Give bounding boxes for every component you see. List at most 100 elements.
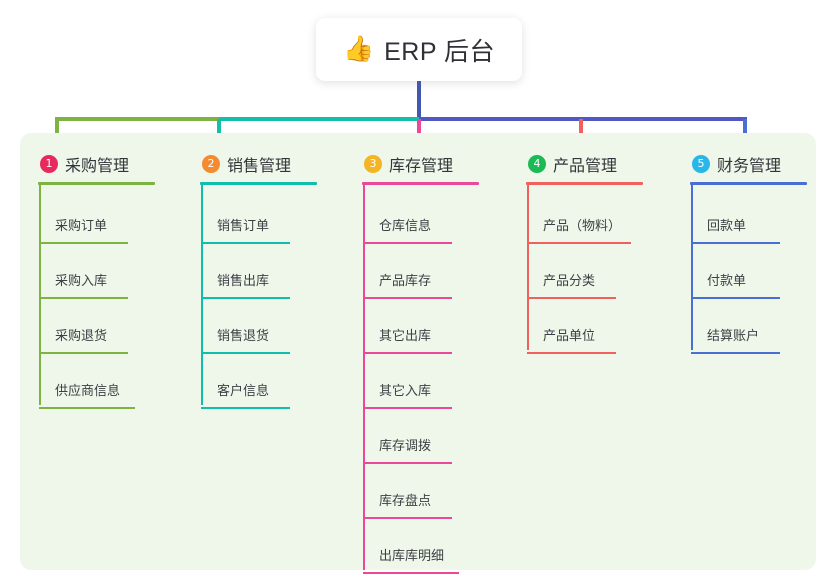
menu-item[interactable]: 回款单 xyxy=(676,189,834,244)
column-spine xyxy=(201,185,203,405)
menu-item[interactable]: 产品库存 xyxy=(348,244,506,299)
menu-item[interactable]: 产品（物料） xyxy=(512,189,670,244)
column-header-1[interactable]: 1 采购管理 xyxy=(24,146,182,182)
menu-item-rule xyxy=(691,242,780,244)
column-title: 库存管理 xyxy=(389,158,454,175)
root-node-title: ERP 后台 xyxy=(384,37,496,66)
menu-item-rule xyxy=(363,407,452,409)
column-items: 仓库信息产品库存其它出库其它入库库存调拨库存盘点出库库明细 xyxy=(348,185,506,574)
menu-item-label: 库存调拨 xyxy=(379,438,432,453)
menu-item[interactable]: 其它出库 xyxy=(348,299,506,354)
menu-item[interactable]: 销售订单 xyxy=(186,189,344,244)
column-spine xyxy=(39,185,41,405)
menu-item-rule xyxy=(201,352,290,354)
menu-item-rule xyxy=(363,352,452,354)
menu-item-rule xyxy=(201,297,290,299)
menu-item-label: 销售订单 xyxy=(217,218,270,233)
menu-item-label: 付款单 xyxy=(707,273,747,288)
column-spine xyxy=(363,185,365,570)
menu-item-label: 其它入库 xyxy=(379,383,432,398)
column-采购管理: 1 采购管理采购订单采购入库采购退货供应商信息 xyxy=(24,146,182,409)
menu-item-label: 结算账户 xyxy=(707,328,760,343)
menu-item[interactable]: 销售出库 xyxy=(186,244,344,299)
column-库存管理: 3 库存管理仓库信息产品库存其它出库其它入库库存调拨库存盘点出库库明细 xyxy=(348,146,506,574)
diagram-panel xyxy=(20,133,816,570)
menu-item-rule xyxy=(39,352,128,354)
menu-item-rule xyxy=(201,242,290,244)
menu-item-rule xyxy=(691,352,780,354)
menu-item-label: 销售出库 xyxy=(217,273,270,288)
column-title: 采购管理 xyxy=(65,158,130,175)
column-header-rule xyxy=(362,182,479,185)
menu-item[interactable]: 销售退货 xyxy=(186,299,344,354)
menu-item-label: 客户信息 xyxy=(217,383,270,398)
column-badge-icon: 5 xyxy=(692,155,710,173)
menu-item-label: 供应商信息 xyxy=(55,383,121,398)
menu-item-rule xyxy=(201,407,290,409)
column-财务管理: 5 财务管理回款单付款单结算账户 xyxy=(676,146,834,354)
menu-item[interactable]: 库存盘点 xyxy=(348,464,506,519)
menu-item-rule xyxy=(527,242,631,244)
column-badge-icon: 4 xyxy=(528,155,546,173)
column-title: 产品管理 xyxy=(553,158,618,175)
column-badge-icon: 1 xyxy=(40,155,58,173)
column-header-4[interactable]: 4 产品管理 xyxy=(512,146,670,182)
column-badge-icon: 3 xyxy=(364,155,382,173)
column-header-2[interactable]: 2 销售管理 xyxy=(186,146,344,182)
menu-item-label: 采购订单 xyxy=(55,218,108,233)
menu-item-label: 采购入库 xyxy=(55,273,108,288)
menu-item[interactable]: 采购订单 xyxy=(24,189,182,244)
menu-item-label: 采购退货 xyxy=(55,328,108,343)
menu-item[interactable]: 结算账户 xyxy=(676,299,834,354)
column-items: 采购订单采购入库采购退货供应商信息 xyxy=(24,185,182,409)
column-items: 产品（物料） 产品分类产品单位 xyxy=(512,185,670,354)
menu-item[interactable]: 产品单位 xyxy=(512,299,670,354)
menu-item-label: 库存盘点 xyxy=(379,493,432,508)
menu-item[interactable]: 客户信息 xyxy=(186,354,344,409)
menu-item[interactable]: 供应商信息 xyxy=(24,354,182,409)
column-items: 销售订单销售出库销售退货客户信息 xyxy=(186,185,344,409)
menu-item[interactable]: 出库库明细 xyxy=(348,519,506,574)
menu-item-rule xyxy=(527,352,616,354)
column-items: 回款单付款单结算账户 xyxy=(676,185,834,354)
menu-item-rule xyxy=(363,297,452,299)
column-header-rule xyxy=(526,182,643,185)
menu-item-rule xyxy=(363,242,452,244)
menu-item-label: 仓库信息 xyxy=(379,218,432,233)
menu-item-rule xyxy=(363,572,459,574)
menu-item-label: 产品分类 xyxy=(543,273,596,288)
menu-item-label: 出库库明细 xyxy=(379,548,445,563)
column-header-rule xyxy=(690,182,807,185)
root-node-card[interactable]: 👍 ERP 后台 xyxy=(316,18,522,81)
column-header-5[interactable]: 5 财务管理 xyxy=(676,146,834,182)
menu-item[interactable]: 其它入库 xyxy=(348,354,506,409)
thumbs-up-icon: 👍 xyxy=(342,35,375,63)
menu-item[interactable]: 采购退货 xyxy=(24,299,182,354)
column-spine xyxy=(691,185,693,350)
menu-item[interactable]: 采购入库 xyxy=(24,244,182,299)
column-badge-icon: 2 xyxy=(202,155,220,173)
menu-item[interactable]: 产品分类 xyxy=(512,244,670,299)
column-header-rule xyxy=(200,182,317,185)
menu-item-label: 销售退货 xyxy=(217,328,270,343)
menu-item-rule xyxy=(527,297,616,299)
menu-item-rule xyxy=(39,297,128,299)
menu-item-label: 产品库存 xyxy=(379,273,432,288)
menu-item-rule xyxy=(39,407,135,409)
column-销售管理: 2 销售管理销售订单销售出库销售退货客户信息 xyxy=(186,146,344,409)
menu-item-label: 回款单 xyxy=(707,218,747,233)
column-title: 财务管理 xyxy=(717,158,782,175)
column-header-rule xyxy=(38,182,155,185)
menu-item-label: 产品（物料） xyxy=(543,218,622,233)
menu-item-rule xyxy=(691,297,780,299)
menu-item-rule xyxy=(363,462,452,464)
column-header-3[interactable]: 3 库存管理 xyxy=(348,146,506,182)
column-spine xyxy=(527,185,529,350)
menu-item[interactable]: 付款单 xyxy=(676,244,834,299)
menu-item[interactable]: 库存调拨 xyxy=(348,409,506,464)
menu-item[interactable]: 仓库信息 xyxy=(348,189,506,244)
column-title: 销售管理 xyxy=(227,158,292,175)
menu-item-label: 其它出库 xyxy=(379,328,432,343)
menu-item-rule xyxy=(363,517,452,519)
menu-item-rule xyxy=(39,242,128,244)
